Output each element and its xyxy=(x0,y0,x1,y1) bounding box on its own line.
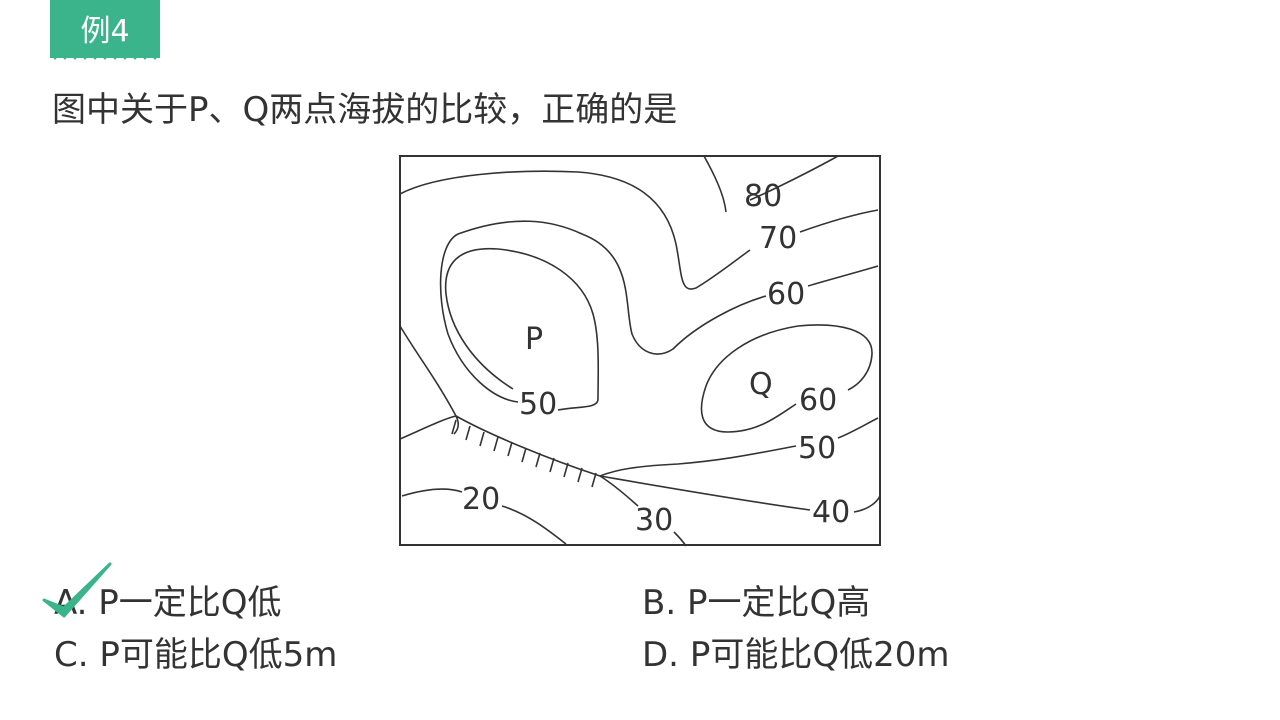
option-a[interactable]: A. P一定比Q低 xyxy=(54,575,282,624)
option-d-text: P可能比Q低20m xyxy=(689,635,950,675)
option-c-text: P可能比Q低5m xyxy=(99,635,338,675)
option-c-letter: C. xyxy=(54,635,89,675)
contour-line-50-p xyxy=(444,247,600,411)
contour-line-70 xyxy=(399,170,879,290)
contour-label-70: 70 xyxy=(759,221,797,256)
contour-line-50-right xyxy=(599,417,879,477)
example-tag-label: 例4 xyxy=(80,14,130,49)
contour-line-30 xyxy=(599,475,687,547)
option-d[interactable]: D. P可能比Q低20m xyxy=(642,627,949,676)
contour-label-20: 20 xyxy=(462,482,500,517)
example-tag: 例4 xyxy=(50,0,160,60)
option-b[interactable]: B. P一定比Q高 xyxy=(642,575,870,624)
cliff-hatch xyxy=(451,419,597,488)
contour-map: P Q 80 70 60 50 60 50 40 30 20 xyxy=(399,155,881,547)
point-label-q: Q xyxy=(749,367,773,402)
contour-label-40: 40 xyxy=(812,495,850,530)
contour-line-60-upper xyxy=(399,220,879,435)
contour-line-20 xyxy=(401,488,567,545)
contour-label-50-right: 50 xyxy=(798,431,836,466)
contour-label-30: 30 xyxy=(635,503,673,538)
contour-line-80 xyxy=(703,155,839,213)
contour-line-60-q xyxy=(700,324,873,433)
option-c[interactable]: C. P可能比Q低5m xyxy=(54,627,337,676)
contour-label-60-q: 60 xyxy=(799,383,837,418)
option-b-text: P一定比Q高 xyxy=(686,583,871,623)
option-b-letter: B. xyxy=(642,583,677,623)
point-label-p: P xyxy=(525,322,543,357)
contour-label-50-p: 50 xyxy=(519,387,557,422)
contour-label-80: 80 xyxy=(744,179,782,214)
option-a-text: P一定比Q低 xyxy=(98,583,282,623)
cliff-edge xyxy=(399,415,601,477)
contour-line-40 xyxy=(599,475,881,513)
checkmark-icon xyxy=(42,562,112,618)
option-d-letter: D. xyxy=(642,635,679,675)
contour-label-60-top: 60 xyxy=(767,277,805,312)
tag-zigzag-edge xyxy=(50,54,160,60)
map-frame xyxy=(399,155,881,546)
question-text: 图中关于P、Q两点海拔的比较，正确的是 xyxy=(52,90,678,130)
